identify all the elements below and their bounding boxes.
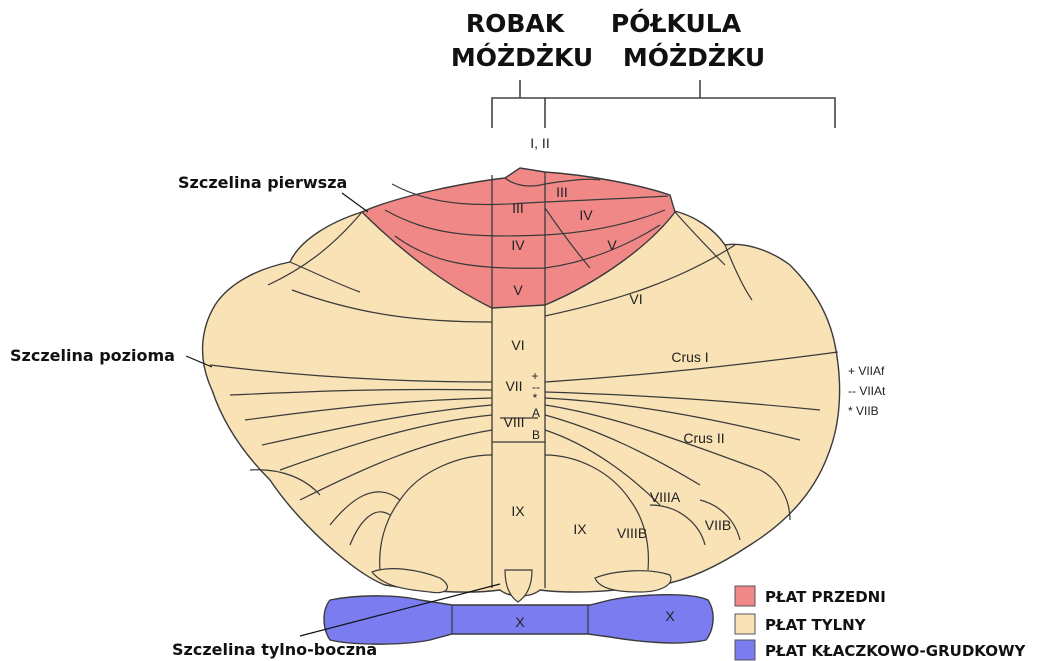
legend-label-posterior: PŁAT TYLNY xyxy=(765,616,867,634)
lobule-v-hem-label: V xyxy=(607,237,617,253)
hemisphere-header-line1: PÓŁKULA xyxy=(611,8,742,38)
lobule-iv-vermis-label: IV xyxy=(511,237,525,253)
vii-star-marker: * xyxy=(533,391,538,405)
posterolateral-fissure-label: Szczelina tylno-boczna xyxy=(172,640,377,659)
lobule-viii-a-label: A xyxy=(532,406,540,420)
vii-key-plus: + VIIAf xyxy=(848,364,885,378)
crus-ii-label: Crus II xyxy=(683,430,724,446)
primary-fissure-label: Szczelina pierwsza xyxy=(178,173,347,192)
hemisphere-header-line2: MÓŻDŻKU xyxy=(623,42,765,72)
vermis-header-line2: MÓŻDŻKU xyxy=(451,42,593,72)
lobule-iv-hem-label: IV xyxy=(579,207,593,223)
lobule-iii-vermis-label: III xyxy=(512,200,524,216)
lobule-x-right-label: X xyxy=(665,608,675,624)
vii-key-dash: -- VIIAt xyxy=(848,384,886,398)
vermis-header-line1: ROBAK xyxy=(466,9,566,38)
crus-i-label: Crus I xyxy=(671,349,708,365)
horizontal-fissure-label: Szczelina pozioma xyxy=(10,346,175,365)
vii-key-star: * VIIB xyxy=(848,404,879,418)
legend-label-anterior: PŁAT PRZEDNI xyxy=(765,588,886,606)
lobule-viib-label: VIIB xyxy=(705,517,731,533)
header-brackets xyxy=(492,80,835,128)
lobule-viii-b-label: B xyxy=(532,428,540,442)
lobule-vi-hem-label: VI xyxy=(629,291,642,307)
primary-fissure-pointer xyxy=(342,193,368,212)
legend-swatch-flocculonodular xyxy=(735,640,755,660)
lobule-v-vermis-label: V xyxy=(513,282,523,298)
lobule-iii-hem-label: III xyxy=(556,184,568,200)
legend: PŁAT PRZEDNI PŁAT TYLNY PŁAT KŁACZKOWO-G… xyxy=(735,586,1027,660)
legend-swatch-anterior xyxy=(735,586,755,606)
lobule-viiia-label: VIIIA xyxy=(650,489,681,505)
lobule-x-left-label: X xyxy=(515,614,525,630)
lobule-viiib-label: VIIIB xyxy=(617,525,647,541)
lobule-viii-vermis-label: VIII xyxy=(503,414,524,430)
legend-label-flocculonodular: PŁAT KŁACZKOWO-GRUDKOWY xyxy=(765,642,1027,660)
lobule-vi-vermis-label: VI xyxy=(511,337,524,353)
lobule-ix-vermis-label: IX xyxy=(511,503,525,519)
lobule-ix-hem-label: IX xyxy=(573,521,587,537)
lobule-i-ii-label: I, II xyxy=(530,135,549,151)
legend-swatch-posterior xyxy=(735,614,755,634)
lobule-vii-vermis-label: VII xyxy=(505,378,522,394)
